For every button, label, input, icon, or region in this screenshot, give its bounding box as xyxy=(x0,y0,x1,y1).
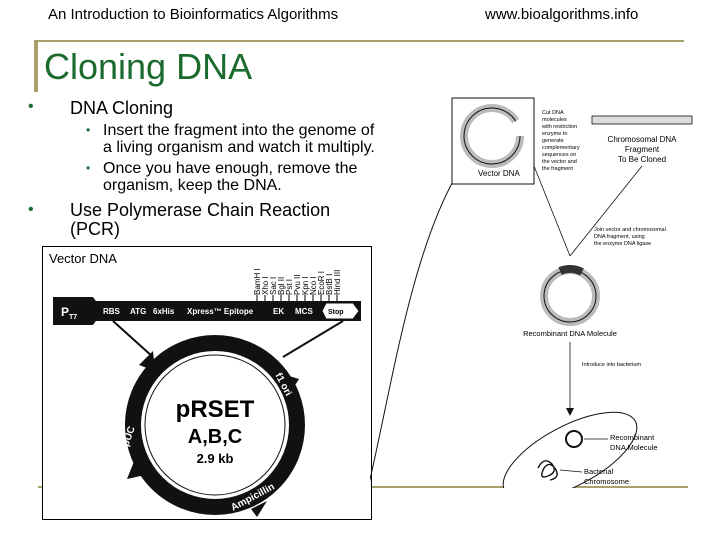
stop-octagon xyxy=(321,302,360,320)
svg-text:complementary: complementary xyxy=(542,145,580,151)
site-label: Nco I xyxy=(309,276,318,295)
vector-ring-outline xyxy=(463,107,521,165)
svg-text:DNA fragment, using: DNA fragment, using xyxy=(594,234,645,240)
join-line-right xyxy=(569,165,643,257)
map-features: RBS ATG 6xHis Xpress™ Epitope EK MCS xyxy=(103,307,313,316)
ring-arrow xyxy=(127,459,145,479)
vector-map-figure: Vector DNA BamH I Xho I Sac I Bgl II Pst… xyxy=(42,246,372,520)
chromosomal-fragment xyxy=(591,115,693,125)
svg-text:with restriction: with restriction xyxy=(541,124,577,130)
site-label: BamH I xyxy=(253,268,262,295)
bullet-dot: • xyxy=(86,123,91,137)
site-label: Pvu II xyxy=(293,275,302,295)
gene-bar xyxy=(59,301,361,321)
callout-curve xyxy=(370,175,457,482)
plasmid-ring xyxy=(125,335,305,515)
svg-text:Cut DNA: Cut DNA xyxy=(542,110,564,116)
frame-top-rule xyxy=(34,40,684,42)
ring-arrow xyxy=(279,373,299,395)
frame-left-rule xyxy=(34,40,38,92)
svg-text:Chromosome: Chromosome xyxy=(584,477,629,486)
bullet-dot: • xyxy=(86,161,91,175)
fragment-label: Chromosomal DNA Fragment To Be Cloned xyxy=(608,135,678,164)
introduce-arrowhead xyxy=(566,408,574,416)
site-label: EcoR I xyxy=(317,271,326,295)
restriction-sites: BamH I Xho I Sac I Bgl II Pst I Pvu II K… xyxy=(253,268,342,295)
site-label: Sac I xyxy=(269,277,278,295)
svg-text:To Be Cloned: To Be Cloned xyxy=(618,155,666,164)
map-connector-right xyxy=(282,320,344,358)
bacterium-plasmid xyxy=(565,430,583,448)
svg-text:DNA Molecule: DNA Molecule xyxy=(610,443,658,452)
vector-figure-label: Vector DNA xyxy=(49,251,117,266)
svg-text:generate: generate xyxy=(542,138,564,144)
bullet-level1: Use Polymerase Chain Reaction xyxy=(70,200,331,220)
recombinant-label: Recombinant DNA Molecule xyxy=(523,329,617,338)
site-label: Hind III xyxy=(333,270,342,295)
join-note: Join vector and chromosomal DNA fragment… xyxy=(594,227,666,247)
join-line-left xyxy=(533,165,571,257)
site-ticks xyxy=(256,295,338,301)
cut-note: Cut DNA molecules with restriction enzym… xyxy=(541,110,580,172)
slide-title: Cloning DNA xyxy=(44,46,253,87)
ring-arrow xyxy=(139,351,155,371)
feature-label: EK xyxy=(273,307,284,316)
site-label: Bgl II xyxy=(277,277,286,295)
feature-label: Xpress™ Epitope xyxy=(187,307,254,316)
site-label: Xho I xyxy=(261,276,270,295)
bacterium-cell xyxy=(502,411,638,488)
bullet-dot: • xyxy=(28,201,34,218)
site-label: Pst I xyxy=(285,279,294,295)
plasmid-variants: A,B,C xyxy=(188,426,242,448)
svg-text:the enzyme DNA ligase: the enzyme DNA ligase xyxy=(594,241,651,247)
svg-text:sequences on: sequences on xyxy=(542,152,576,158)
bullet-level2: Once you have enough, remove the xyxy=(103,160,358,177)
feature-label: RBS xyxy=(103,307,121,316)
svg-text:Fragment: Fragment xyxy=(625,145,660,154)
svg-text:Join vector and chromosomal: Join vector and chromosomal xyxy=(594,227,666,233)
svg-text:enzyme to: enzyme to xyxy=(542,131,567,137)
bacterial-chromosome-coil xyxy=(537,460,558,481)
plasmid-size: 2.9 kb xyxy=(197,451,234,466)
recombinant-ring-outline xyxy=(543,269,597,323)
plasmid-name: pRSET xyxy=(176,396,255,423)
svg-text:Bacterial: Bacterial xyxy=(584,467,614,476)
bullet-level2-continuation: a living organism and watch it multiply. xyxy=(103,139,375,156)
feature-label: 6xHis xyxy=(153,307,175,316)
promoter-label: PT7 xyxy=(61,305,77,321)
pointer-chromosome xyxy=(559,469,583,473)
feature-label: ATG xyxy=(130,307,146,316)
bullet-level2: Insert the fragment into the genome of xyxy=(103,122,375,139)
site-label: BstB I xyxy=(325,274,334,295)
plasmid-inner-line xyxy=(144,354,286,496)
vector-box-label: Vector DNA xyxy=(478,169,520,178)
svg-text:molecules: molecules xyxy=(542,117,567,123)
feature-label: MCS xyxy=(295,307,313,316)
svg-text:Recombinant: Recombinant xyxy=(610,433,655,442)
bacterium-chromosome-label: Bacterial Chromosome xyxy=(584,467,629,486)
svg-text:Chromosomal DNA: Chromosomal DNA xyxy=(608,135,678,144)
svg-text:the vector and: the vector and xyxy=(542,159,577,165)
bullet-level2-continuation: organism, keep the DNA. xyxy=(103,177,282,194)
introduce-note: Introduce into bacterium xyxy=(582,362,641,368)
bullet-level1-continuation: (PCR) xyxy=(70,219,120,239)
inserted-fragment xyxy=(558,265,584,276)
header-course-title: An Introduction to Bioinformatics Algori… xyxy=(48,6,339,23)
promoter-arrow xyxy=(53,297,103,325)
map-connector-left xyxy=(112,320,154,358)
header-website: www.bioalgorithms.info xyxy=(485,6,639,23)
svg-text:the fragment: the fragment xyxy=(542,166,573,172)
site-label: Kpn I xyxy=(301,276,310,295)
cloning-process-diagram: Vector DNA Cut DNA molecules with restri… xyxy=(370,97,693,488)
bacterium-recombinant-label: Recombinant DNA Molecule xyxy=(610,433,658,452)
stop-label: Stop xyxy=(328,309,344,316)
bullet-level1: DNA Cloning xyxy=(70,98,174,118)
vector-map-svg: Vector DNA BamH I Xho I Sac I Bgl II Pst… xyxy=(49,251,361,517)
ring-arrow xyxy=(251,501,267,517)
bullet-dot: • xyxy=(28,98,34,115)
